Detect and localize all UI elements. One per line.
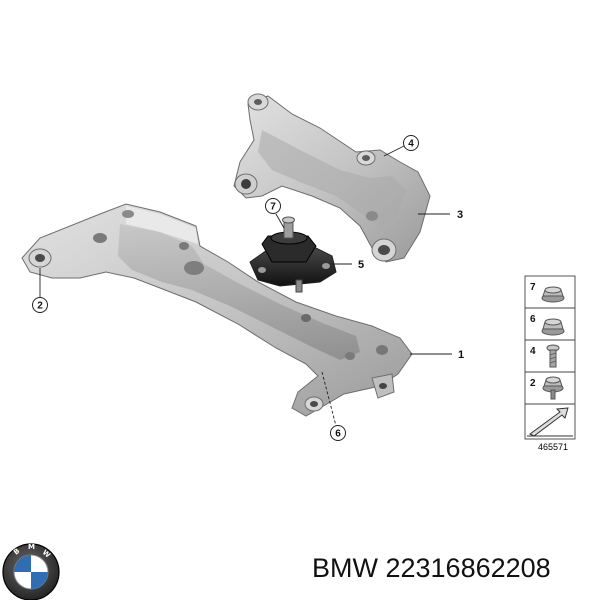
callout-6-label: 6 [335,429,341,440]
callout-2-label: 2 [37,301,43,312]
flange-nut-icon [541,318,565,336]
transmission-bracket-part-3 [233,93,431,263]
svg-text:W: W [41,548,52,559]
callout-5-label: 5 [358,259,364,271]
fastener-legend: 7 6 4 [524,275,576,440]
bmw-logo: B M W [2,543,60,600]
hex-flange-bolt-icon [542,376,564,400]
callout-6: 6 [330,425,346,441]
callout-4: 4 [403,135,419,151]
legend-row-7: 7 [530,282,565,303]
legend-row-6: 6 [530,314,565,336]
leader-lines [39,145,452,427]
callout-7-label: 7 [270,202,276,213]
part-number-caption: BMW 22316862208 [312,553,551,583]
legend-number-7: 7 [530,282,536,293]
legend-number-6: 6 [530,314,536,325]
callout-1-label: 1 [458,349,464,361]
transmission-mount-part-5 [249,216,337,293]
front-arrow-icon [527,407,573,437]
svg-text:B: B [12,547,21,557]
legend-row-4: 4 [530,344,560,368]
transmission-crossmember-part-1 [21,203,413,417]
legend-row-2: 2 [530,376,564,400]
bolt-icon [546,344,560,368]
legend-number-2: 2 [530,378,536,389]
callout-4-label: 4 [408,139,414,150]
callout-7: 7 [265,198,281,214]
diagram-id: 465571 [538,442,568,452]
callout-2: 2 [32,297,48,313]
callout-3-label: 3 [457,209,463,221]
legend-number-4: 4 [530,346,536,357]
flange-nut-icon [541,286,565,303]
svg-text:M: M [28,543,35,551]
